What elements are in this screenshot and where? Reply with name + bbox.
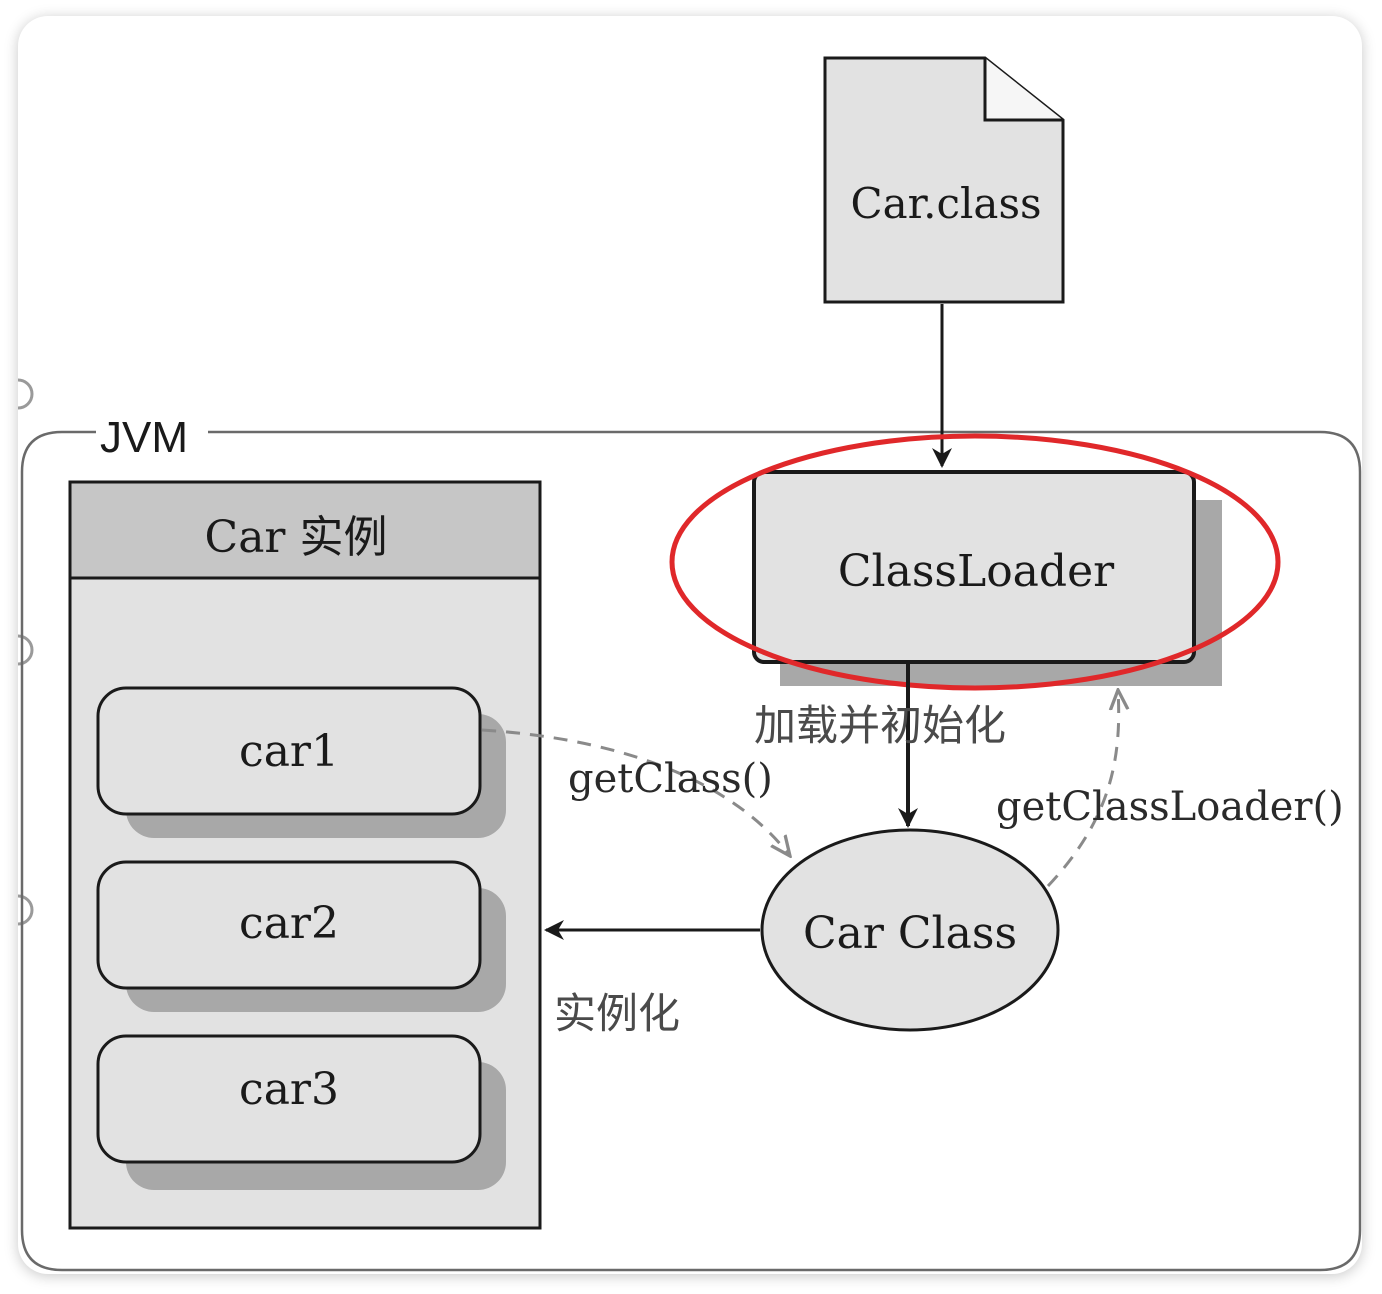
instance-label-car3: car3 [239, 1064, 339, 1115]
car-class-label: Car Class [803, 908, 1017, 959]
instance-label-car1: car1 [239, 726, 339, 777]
classloader-highlight-ring [669, 433, 1281, 691]
edge-label-getclassloader: getClassLoader() [996, 784, 1344, 830]
instance-node-car1: car1 [96, 686, 506, 838]
instance-label-car2: car2 [239, 898, 339, 949]
jvm-boundary: JVM [20, 413, 1362, 1272]
left-edge-markers [17, 378, 34, 926]
instances-panel-title: Car 实例 [205, 512, 388, 563]
instance-node-car2: car2 [96, 860, 506, 1012]
classloader-label: ClassLoader [838, 546, 1115, 597]
car-class-file-label: Car.class [850, 179, 1041, 228]
edge-car1-getclass [481, 728, 790, 856]
car-class-file-node: Car.class [823, 56, 1065, 304]
edge-car-class-getclassloader [1046, 690, 1119, 888]
car-class-node: Car Class [760, 828, 1060, 1032]
instance-node-car3: car3 [96, 1034, 506, 1190]
jvm-label: JVM [100, 413, 188, 462]
edge-label-load-init: 加载并初始化 [754, 702, 1006, 749]
edge-label-getclass: getClass() [568, 756, 773, 802]
instances-panel: Car 实例 car1 car2 car3 [68, 480, 542, 1230]
classloader-node: ClassLoader [752, 470, 1222, 686]
edge-label-instantiate: 实例化 [554, 990, 680, 1037]
